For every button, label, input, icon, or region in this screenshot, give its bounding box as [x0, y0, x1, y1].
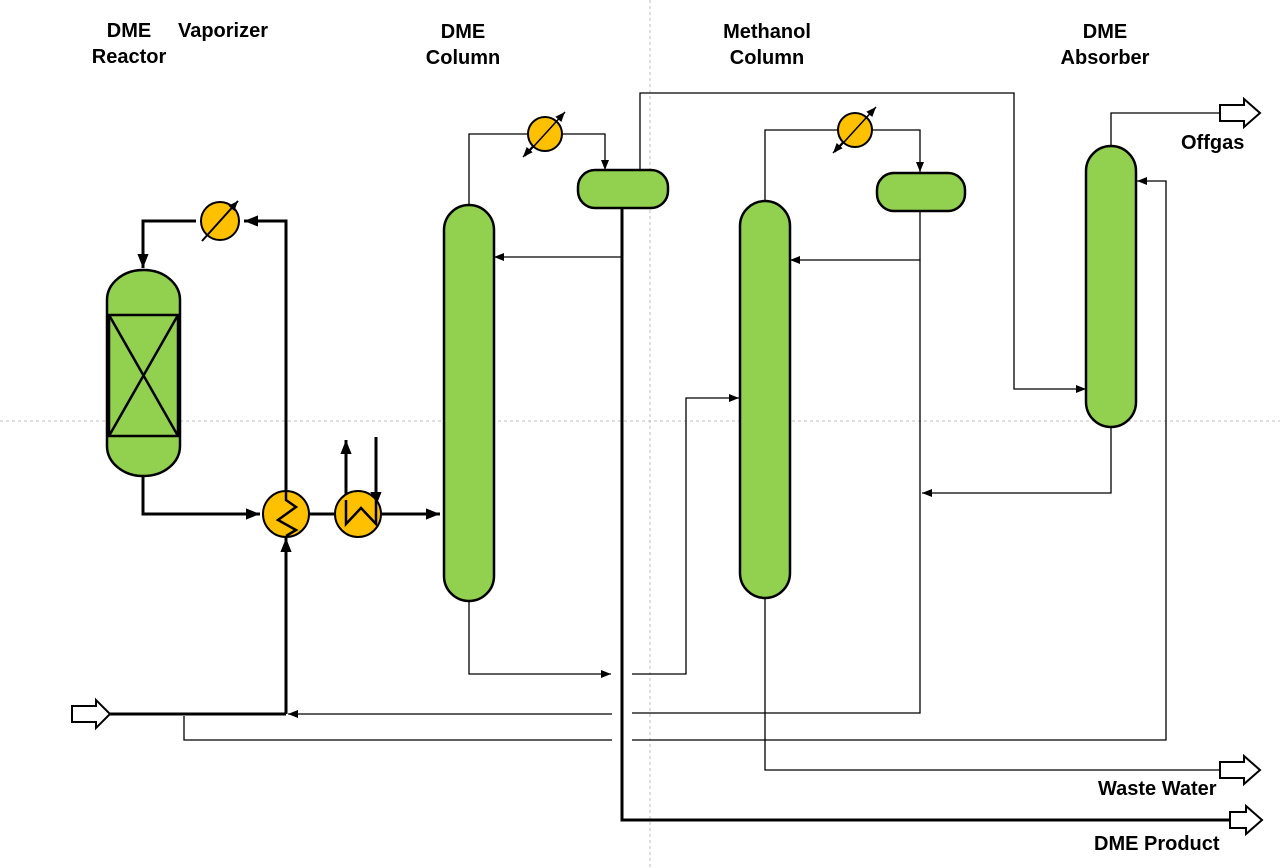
- reactor-feed-heater: [200, 200, 240, 242]
- absorber-solvent-line-2: [632, 177, 1167, 741]
- methanol-column-label-line1: Methanol: [723, 21, 811, 43]
- feed-cooler: [334, 490, 382, 538]
- vaporizer-label: Vaporizer: [177, 20, 269, 42]
- dme-reactor-label: DME Reactor: [92, 18, 166, 70]
- methanol-column-label-line2: Column: [729, 47, 805, 69]
- dme-absorber-label: DME Absorber: [1061, 19, 1150, 71]
- dme-reactor-label-line2: Reactor: [91, 46, 167, 68]
- methanol-recycle-line: [632, 260, 921, 714]
- methanol-reflux-line: [790, 210, 921, 264]
- methanol-condenser-outlet-line: [872, 129, 924, 172]
- offgas-outlet-arrow: [1219, 96, 1262, 130]
- absorber-solvent-line: [183, 716, 612, 741]
- waste-water-line: [764, 598, 1250, 771]
- methanol-column-overhead-line: [764, 129, 838, 203]
- dme-reflux-drum: [576, 168, 670, 210]
- absorber-bottoms-line: [922, 426, 1112, 497]
- dme-product-line: [620, 208, 1250, 822]
- dme-product-outlet-arrow: [1229, 803, 1264, 837]
- dme-reactor-label-line1: DME: [106, 20, 152, 42]
- dme-column-label-line1: DME: [440, 21, 486, 43]
- waste-water-label: Waste Water: [1098, 778, 1217, 800]
- methanol-column-feed-line: [632, 394, 739, 675]
- dme-column-overhead-line: [468, 133, 528, 206]
- offgas-label: Offgas: [1181, 132, 1245, 154]
- dme-vent-to-absorber-line: [639, 92, 1086, 393]
- absorber-offgas-line: [1110, 112, 1220, 148]
- methanol-column: [738, 199, 792, 600]
- vaporizer-to-heater-line: [244, 215, 288, 490]
- dme-reactor: [105, 268, 182, 478]
- waste-water-outlet-arrow: [1219, 753, 1262, 787]
- dme-column: [442, 203, 496, 603]
- methanol-column-label: Methanol Column: [723, 19, 811, 71]
- methanol-column-condenser: [832, 106, 877, 154]
- reactor-outlet-line: [141, 476, 260, 520]
- dme-reflux-line: [494, 208, 623, 261]
- feed-inlet-arrow: [71, 697, 112, 731]
- heater-to-reactor-line: [137, 219, 196, 268]
- dme-column-bottoms-line: [468, 600, 611, 678]
- dme-absorber-label-line1: DME: [1082, 21, 1128, 43]
- methanol-reflux-drum: [875, 171, 967, 213]
- vaporizer-exchanger: [262, 490, 310, 538]
- dme-column-condenser: [522, 111, 566, 158]
- dme-product-label: DME Product: [1094, 833, 1220, 855]
- dme-absorber-label-line2: Absorber: [1060, 47, 1150, 69]
- dme-column-label: DME Column: [426, 19, 500, 71]
- dme-condenser-outlet-line: [562, 133, 609, 170]
- dme-column-label-line2: Column: [425, 47, 501, 69]
- dme-absorber: [1084, 144, 1138, 429]
